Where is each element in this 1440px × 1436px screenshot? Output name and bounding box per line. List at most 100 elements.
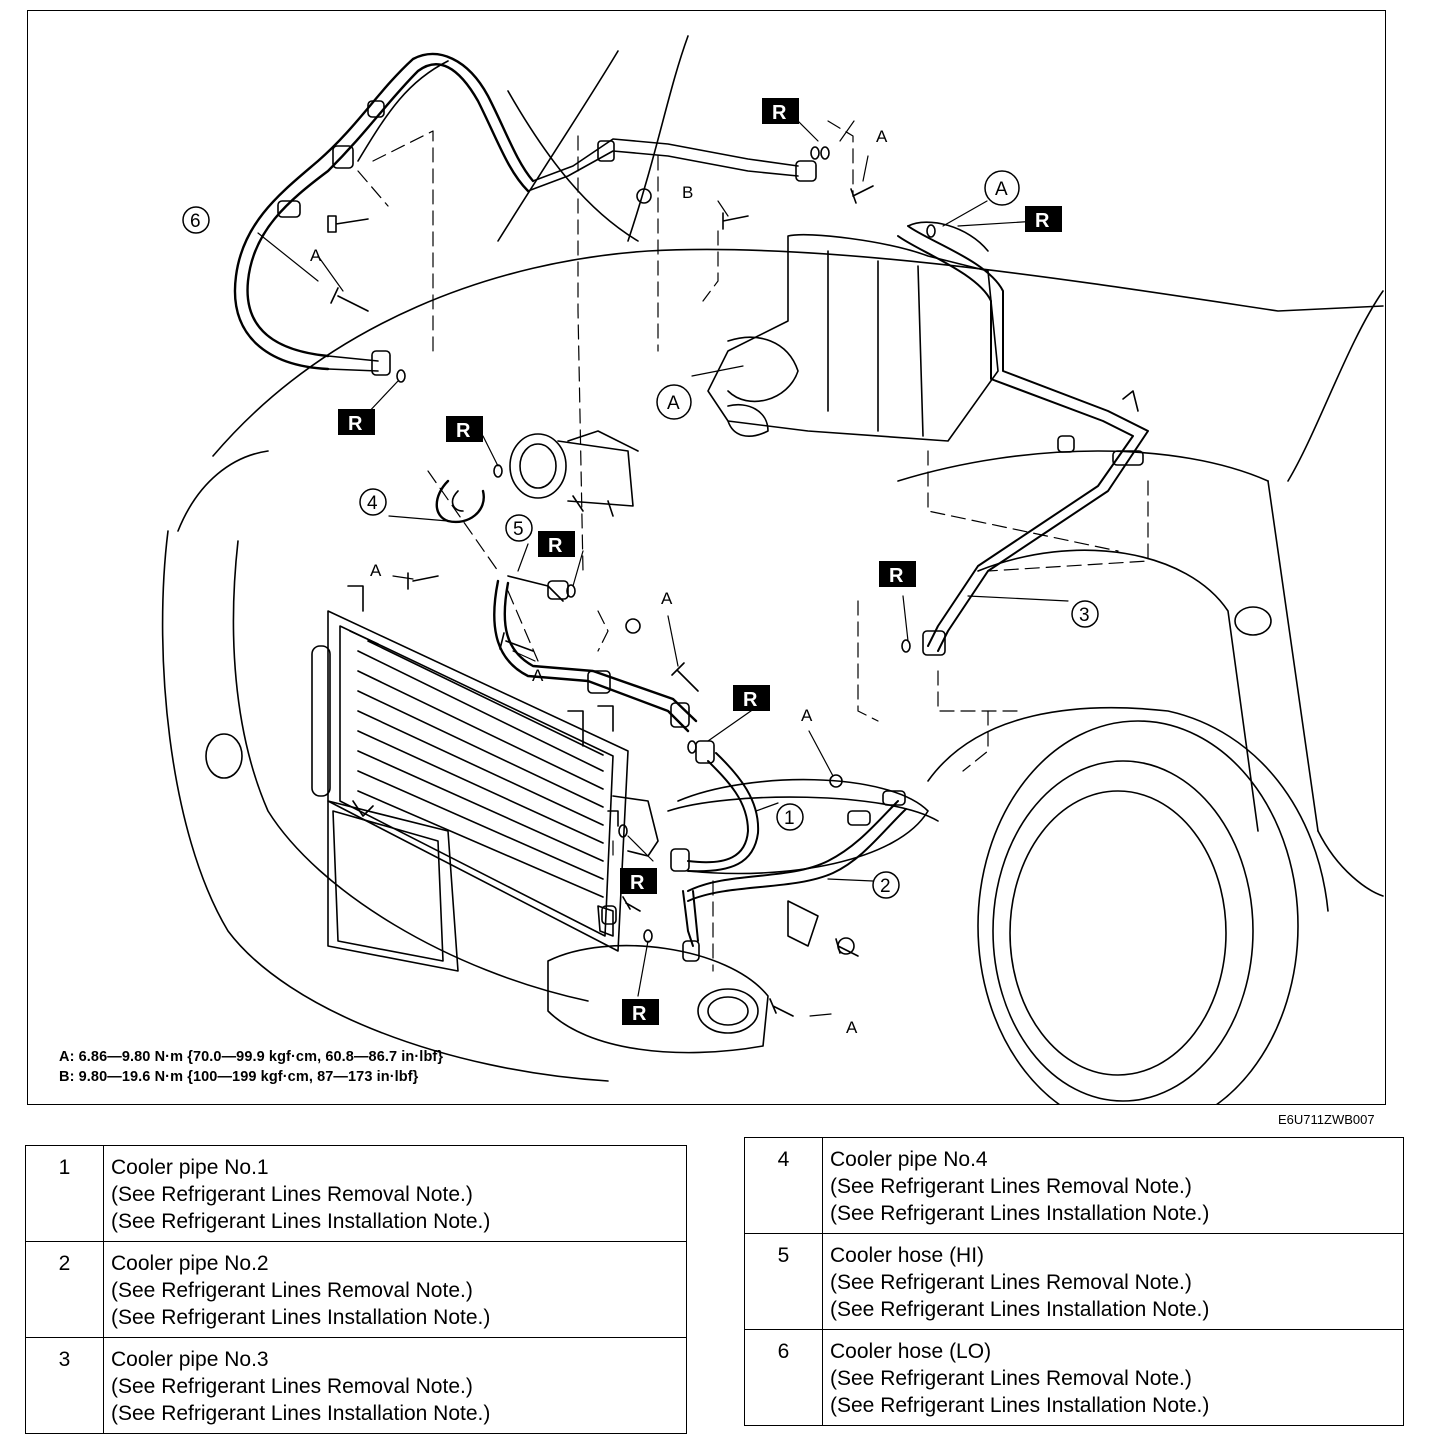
- engine-block: [707, 221, 999, 442]
- r-marker: R: [762, 98, 799, 124]
- car-body-outline: [161, 35, 1384, 1082]
- part-name: Cooler pipe No.1: [111, 1156, 269, 1179]
- callout-3: 3: [1071, 600, 1099, 628]
- r-marker: R: [622, 999, 659, 1025]
- svg-text:1: 1: [784, 808, 795, 829]
- removal-note-link[interactable]: (See Refrigerant Lines Removal Note.): [111, 1183, 473, 1206]
- installation-note-link[interactable]: (See Refrigerant Lines Installation Note…: [111, 1306, 491, 1329]
- alignment-lines: [357, 120, 1149, 972]
- svg-text:R: R: [456, 420, 471, 442]
- condenser: [311, 585, 629, 952]
- table-row: 2 Cooler pipe No.2 (See Refrigerant Line…: [25, 1241, 687, 1338]
- callout-a: A: [984, 170, 1020, 206]
- installation-note-link[interactable]: (See Refrigerant Lines Installation Note…: [830, 1202, 1210, 1225]
- part-description: Cooler pipe No.3 (See Refrigerant Lines …: [103, 1337, 687, 1434]
- r-marker: R: [538, 531, 575, 557]
- part-name: Cooler pipe No.2: [111, 1252, 269, 1275]
- label-a: A: [876, 127, 888, 146]
- leader-lines: [257, 108, 1069, 1017]
- removal-note-link[interactable]: (See Refrigerant Lines Removal Note.): [830, 1271, 1192, 1294]
- svg-text:R: R: [1035, 210, 1050, 232]
- part-number: 4: [744, 1137, 823, 1234]
- label-a: A: [846, 1018, 858, 1037]
- removal-note-link[interactable]: (See Refrigerant Lines Removal Note.): [830, 1367, 1192, 1390]
- svg-text:6: 6: [190, 211, 201, 232]
- label-a: A: [661, 589, 673, 608]
- svg-text:A: A: [667, 393, 680, 414]
- table-row: 5 Cooler hose (HI) (See Refrigerant Line…: [744, 1233, 1404, 1330]
- removal-note-link[interactable]: (See Refrigerant Lines Removal Note.): [111, 1375, 473, 1398]
- r-marker: R: [446, 416, 483, 442]
- refrigerant-lines-diagram: R R R R R R R R R A B A A A A A A A A 6 …: [161, 35, 1384, 1104]
- removal-note-link[interactable]: (See Refrigerant Lines Removal Note.): [111, 1279, 473, 1302]
- installation-note-link[interactable]: (See Refrigerant Lines Installation Note…: [111, 1402, 491, 1425]
- r-marker: R: [620, 868, 657, 894]
- replace-o-ring-markers: R R R R R R R R R: [338, 98, 1062, 1025]
- cooler-pipe-no1: [670, 740, 760, 873]
- part-number: 5: [744, 1233, 823, 1330]
- part-number: 3: [25, 1337, 104, 1434]
- part-description: Cooler pipe No.1 (See Refrigerant Lines …: [103, 1145, 687, 1242]
- svg-text:R: R: [632, 1003, 647, 1025]
- figure-code: E6U711ZWB007: [1278, 1112, 1375, 1127]
- installation-note-link[interactable]: (See Refrigerant Lines Installation Note…: [830, 1298, 1210, 1321]
- r-marker: R: [879, 561, 916, 587]
- cooler-pipe-no4: [435, 479, 485, 524]
- table-row: 4 Cooler pipe No.4 (See Refrigerant Line…: [744, 1137, 1404, 1234]
- part-description: Cooler pipe No.4 (See Refrigerant Lines …: [822, 1137, 1404, 1234]
- r-marker: R: [1025, 206, 1062, 232]
- svg-text:R: R: [348, 413, 363, 435]
- part-number: 1: [25, 1145, 104, 1242]
- r-marker: R: [733, 685, 770, 711]
- callout-2: 2: [872, 871, 900, 899]
- condenser-bracket: [601, 795, 659, 925]
- circled-callouts: A A 6 4 5 3 1 2: [182, 170, 1099, 899]
- svg-text:R: R: [772, 102, 787, 124]
- table-row: 1 Cooler pipe No.1 (See Refrigerant Line…: [25, 1145, 687, 1242]
- part-description: Cooler hose (HI) (See Refrigerant Lines …: [822, 1233, 1404, 1330]
- removal-note-link[interactable]: (See Refrigerant Lines Removal Note.): [830, 1175, 1192, 1198]
- svg-text:R: R: [889, 565, 904, 587]
- svg-text:R: R: [743, 689, 758, 711]
- part-name: Cooler hose (HI): [830, 1244, 985, 1267]
- torque-spec-a: A: 6.86—9.80 N·m {70.0—99.9 kgf·cm, 60.8…: [59, 1049, 444, 1065]
- r-marker: R: [338, 409, 375, 435]
- svg-text:A: A: [995, 179, 1008, 200]
- svg-text:R: R: [548, 535, 563, 557]
- part-name: Cooler pipe No.3: [111, 1348, 269, 1371]
- cooler-hose-hi: [493, 575, 698, 733]
- svg-text:3: 3: [1079, 605, 1090, 626]
- callout-5: 5: [505, 514, 533, 542]
- table-row: 6 Cooler hose (LO) (See Refrigerant Line…: [744, 1329, 1404, 1426]
- part-name: Cooler hose (LO): [830, 1340, 992, 1363]
- part-number: 2: [25, 1241, 104, 1338]
- torque-spec-b: B: 9.80—19.6 N·m {100—199 kgf·cm, 87—173…: [59, 1069, 419, 1085]
- parts-legend-left: 1 Cooler pipe No.1 (See Refrigerant Line…: [25, 1145, 687, 1434]
- installation-note-link[interactable]: (See Refrigerant Lines Installation Note…: [830, 1394, 1210, 1417]
- parts-legend-right: 4 Cooler pipe No.4 (See Refrigerant Line…: [744, 1137, 1404, 1426]
- part-name: Cooler pipe No.4: [830, 1148, 988, 1171]
- cooler-pipe-no3: [897, 225, 1149, 656]
- label-a: A: [370, 561, 382, 580]
- o-rings: [396, 146, 936, 943]
- callout-4: 4: [359, 488, 387, 516]
- svg-text:4: 4: [367, 493, 378, 514]
- installation-note-link[interactable]: (See Refrigerant Lines Installation Note…: [111, 1210, 491, 1233]
- svg-text:R: R: [630, 872, 645, 894]
- compressor: [509, 430, 639, 517]
- svg-text:5: 5: [513, 519, 524, 540]
- callout-6: 6: [182, 206, 210, 234]
- label-b: B: [682, 183, 693, 202]
- label-a: A: [310, 246, 322, 265]
- svg-text:2: 2: [880, 876, 891, 897]
- cooler-hose-lo: [233, 52, 817, 376]
- part-number: 6: [744, 1329, 823, 1426]
- torque-labels: A B A A A A A A: [310, 127, 888, 1037]
- label-a: A: [801, 706, 813, 725]
- callout-a: A: [656, 384, 692, 420]
- part-description: Cooler pipe No.2 (See Refrigerant Lines …: [103, 1241, 687, 1338]
- cooler-pipe-no2: [682, 790, 907, 962]
- diagram-frame: R R R R R R R R R A B A A A A A A A A 6 …: [27, 10, 1386, 1105]
- front-wheel: [927, 706, 1329, 1104]
- callout-1: 1: [776, 803, 804, 831]
